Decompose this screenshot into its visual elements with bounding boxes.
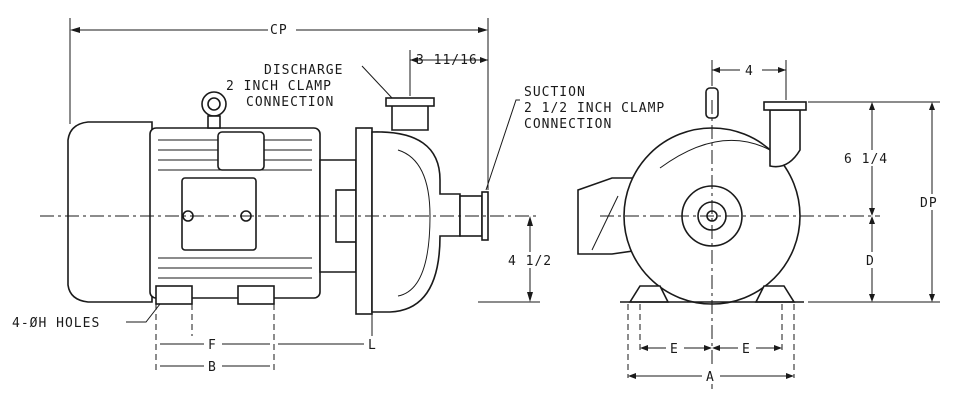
label-d: D: [866, 254, 875, 269]
volute-casing: [371, 131, 461, 313]
label-b: B: [208, 360, 217, 375]
discharge-nozzle: [391, 103, 429, 131]
label-cp: CP: [270, 23, 288, 38]
end-discharge-nozzle: [769, 109, 801, 168]
label-3-11-16: 3 11/16: [416, 53, 478, 68]
label-suction-2: 2 1/2 INCH CLAMP: [524, 101, 665, 116]
discharge-ferrule: [385, 97, 435, 107]
side-view: [40, 91, 540, 315]
labels: CP DISCHARGE 2 INCH CLAMP CONNECTION 3 1…: [12, 20, 946, 385]
label-e-right: E: [742, 342, 751, 357]
motor-fan-cover: [67, 121, 153, 303]
motor-foot-left: [155, 285, 193, 305]
terminal-box: [217, 131, 265, 171]
label-6-1-4: 6 1/4: [844, 152, 888, 167]
conduit-box: [181, 177, 257, 251]
back-plate: [355, 127, 373, 315]
label-4-top: 4: [745, 64, 754, 79]
label-discharge-1: DISCHARGE: [264, 63, 343, 78]
label-l: L: [368, 338, 377, 353]
label-suction-1: SUCTION: [524, 85, 586, 100]
label-discharge-2: 2 INCH CLAMP: [226, 79, 332, 94]
end-view: [577, 87, 880, 390]
label-4-1-2: 4 1/2: [508, 254, 552, 269]
label-discharge-3: CONNECTION: [246, 95, 334, 110]
dimensions: [69, 18, 940, 379]
label-e-left: E: [670, 342, 679, 357]
lifting-eye: [201, 91, 227, 129]
motor-foot-right: [237, 285, 275, 305]
label-dp: DP: [920, 196, 938, 211]
label-f: F: [208, 338, 217, 353]
label-holes: 4-ØH HOLES: [12, 316, 100, 331]
label-a: A: [706, 370, 715, 385]
end-discharge-ferrule: [763, 101, 807, 111]
label-suction-3: CONNECTION: [524, 117, 612, 132]
